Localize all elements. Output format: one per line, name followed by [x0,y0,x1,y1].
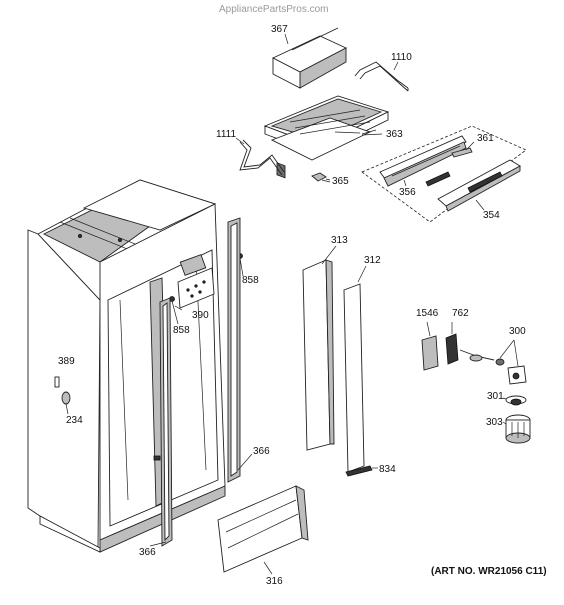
part-label[interactable]: 366 [253,446,270,457]
part-label[interactable]: 762 [452,308,469,319]
part-366-trim-right[interactable] [227,217,253,483]
part-303-housing[interactable] [502,414,531,444]
part-361-board[interactable] [425,147,473,187]
watermark-text: AppliancePartsPros.com [219,4,329,15]
part-316-grille[interactable] [217,485,309,575]
part-858-screw-left[interactable] [169,296,179,325]
part-label[interactable]: 834 [379,464,396,475]
part-label[interactable]: 1546 [416,308,439,319]
part-1111-bracket[interactable] [239,139,285,176]
part-label[interactable]: 361 [477,133,494,144]
part-389-bracket[interactable] [54,376,60,388]
control-assembly-group [361,125,527,223]
part-312-panel[interactable] [343,265,367,473]
part-390-panel[interactable] [177,267,215,309]
part-label[interactable]: 316 [266,576,283,587]
part-300-fittings[interactable] [459,339,527,385]
part-label[interactable]: 367 [271,24,288,35]
part-label[interactable]: 234 [66,415,83,426]
part-label[interactable]: 363 [386,129,403,140]
part-label[interactable]: 356 [399,187,416,198]
art-number: (ART NO. WR21056 C11) [431,566,547,577]
part-354-panel[interactable] [437,159,521,212]
part-label[interactable]: 1111 [216,129,237,140]
leader-lines [174,33,485,311]
part-356-rail[interactable] [379,135,467,187]
part-label[interactable]: 389 [58,356,75,367]
part-label[interactable]: 366 [139,547,156,558]
part-label[interactable]: 1110 [391,52,412,63]
part-234-damper[interactable] [61,391,71,415]
part-367-duct[interactable] [271,27,348,179]
part-313-panel[interactable] [302,245,337,451]
part-label[interactable]: 312 [364,255,381,266]
part-label[interactable]: 858 [173,325,190,336]
part-label[interactable]: 365 [332,176,349,187]
part-label[interactable]: 313 [331,235,348,246]
part-label[interactable]: 390 [192,310,209,321]
part-label[interactable]: 354 [483,210,500,221]
part-366-trim-left[interactable] [149,297,173,547]
part-762-tube[interactable] [445,322,459,365]
part-label[interactable]: 858 [242,275,259,286]
part-1546-bracket[interactable] [421,321,439,371]
part-363-housing[interactable] [263,95,390,161]
part-365-clip[interactable] [311,172,331,182]
part-301-cap[interactable] [502,395,527,406]
part-1110-bracket[interactable] [354,61,409,92]
part-label[interactable]: 303 [486,417,503,428]
part-834-strip[interactable] [345,465,378,477]
part-label[interactable]: 300 [509,326,526,337]
part-label[interactable]: 301 [487,391,504,402]
